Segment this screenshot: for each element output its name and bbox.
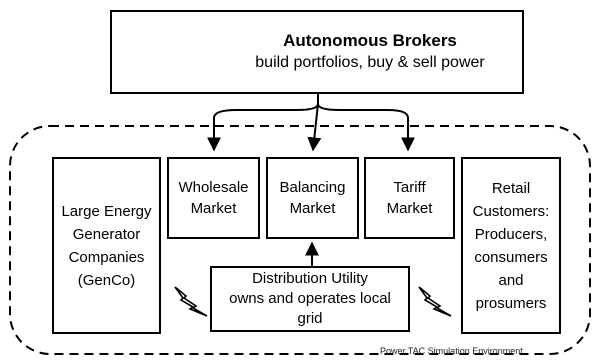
branch-to-tariff: [317, 103, 415, 152]
branch-to-balancing: [307, 103, 322, 152]
retail-customers-box: Retail Customers: Producers, consumers a…: [461, 157, 561, 334]
tariff-market-box: Tariff Market: [364, 157, 455, 239]
genco-label: Large Energy Generator Companies (GenCo): [61, 202, 152, 289]
autonomous-brokers-box: Autonomous Brokers build portfolios, buy…: [110, 10, 524, 94]
distribution-utility-label: Distribution Utility owns and operates l…: [229, 270, 391, 327]
genco-box: Large Energy Generator Companies (GenCo): [52, 157, 161, 334]
lightning-icon: [418, 286, 452, 317]
simulation-environment-label: Power TAC Simulation Environment: [380, 346, 523, 356]
distribution-utility-box: Distribution Utility owns and operates l…: [210, 266, 410, 332]
lightning-icon: [174, 286, 208, 317]
branch-to-wholesale: [207, 103, 319, 152]
brokers-title: Autonomous Brokers: [283, 31, 457, 50]
wholesale-market-box: Wholesale Market: [167, 157, 260, 239]
simulation-environment-boundary: [9, 125, 591, 355]
wholesale-market-label: Wholesale Market: [178, 179, 249, 217]
brokers-subtitle: build portfolios, buy & sell power: [255, 54, 485, 71]
broker-connectors: [207, 94, 415, 266]
retail-customers-label: Retail Customers: Producers, consumers a…: [472, 179, 550, 312]
balancing-market-label: Balancing Market: [279, 179, 346, 217]
tariff-market-label: Tariff Market: [386, 179, 433, 217]
balancing-market-box: Balancing Market: [266, 157, 359, 239]
